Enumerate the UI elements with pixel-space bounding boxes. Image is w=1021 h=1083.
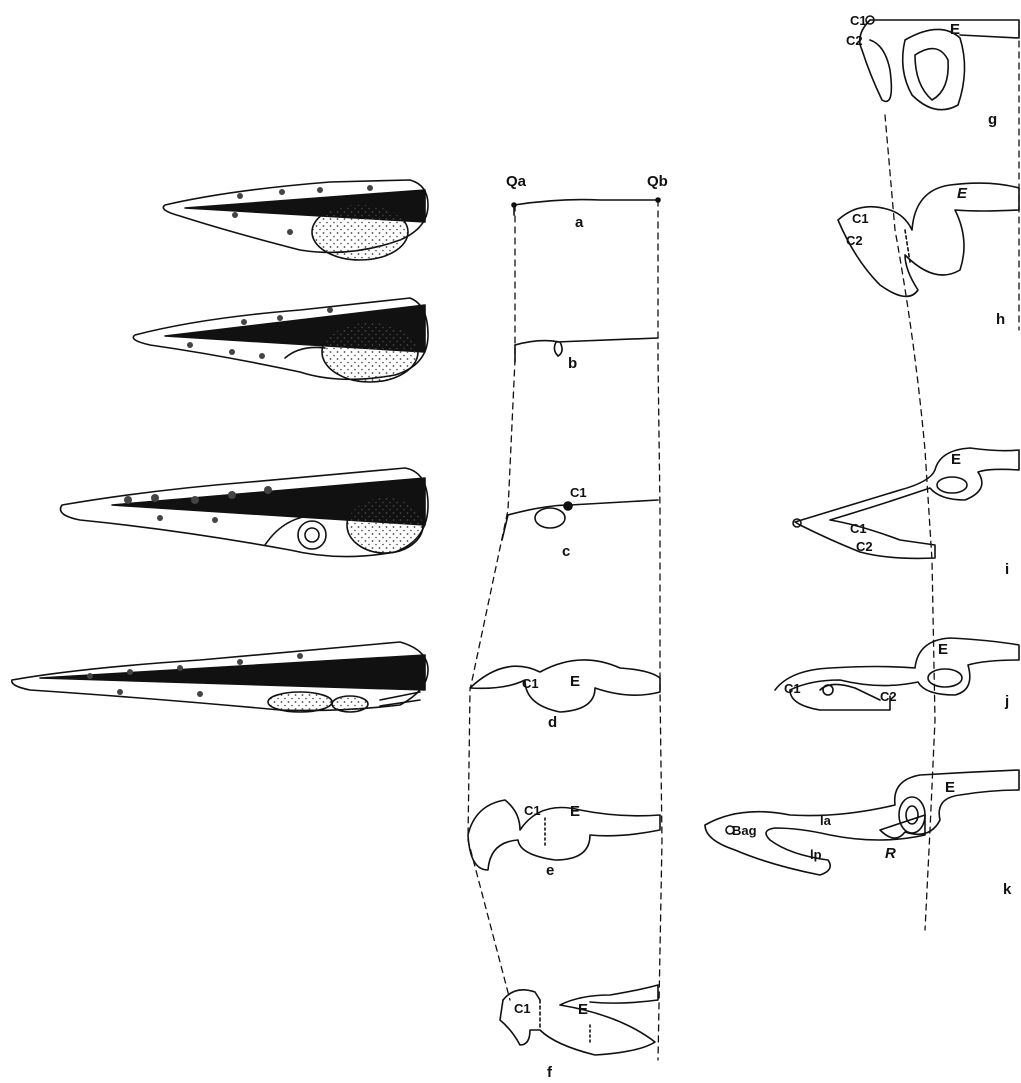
embryo-2 — [133, 298, 428, 382]
panel-label-h: h — [996, 312, 1005, 327]
label-c2-stage-g: C2 — [846, 34, 863, 47]
stage-d-outline — [470, 660, 660, 712]
stage-a-outline — [512, 198, 660, 215]
label-e-stage-g: E — [950, 22, 960, 37]
label-c1-stage-g: C1 — [850, 14, 867, 27]
embryo-3 — [60, 468, 428, 557]
label-c2-stage-h: C2 — [846, 234, 863, 247]
panel-label-f: f — [547, 1065, 552, 1080]
stage-c-outline — [502, 500, 658, 540]
label-qb: Qb — [647, 174, 668, 189]
label-la: la — [820, 814, 831, 827]
label-c1-stage-d: C1 — [522, 677, 539, 690]
panel-label-d: d — [548, 715, 557, 730]
panel-label-j: j — [1005, 694, 1009, 709]
label-c2-stage-i: C2 — [856, 540, 873, 553]
guide-lines-middle — [468, 200, 662, 1060]
stage-h-outline — [838, 183, 1019, 296]
label-c1-stage-f: C1 — [514, 1002, 531, 1015]
panel-label-b: b — [568, 356, 577, 371]
embryo-4 — [12, 642, 428, 712]
label-c1-stage-h: C1 — [852, 212, 869, 225]
panel-label-g: g — [988, 112, 997, 127]
stage-j-outline — [775, 638, 1019, 710]
embryo-1 — [163, 180, 428, 260]
label-e-stage-k: E — [945, 780, 955, 795]
label-e-stage-f: E — [578, 1002, 588, 1017]
label-lp: lp — [810, 848, 822, 861]
panel-label-c: c — [562, 544, 570, 559]
panel-label-a: a — [575, 215, 583, 230]
panel-label-k: k — [1003, 882, 1011, 897]
label-qa: Qa — [506, 174, 526, 189]
label-c1-stage-c: C1 — [570, 486, 587, 499]
label-c1-stage-e: C1 — [524, 804, 541, 817]
stage-g-outline — [860, 16, 1019, 110]
stage-e-outline — [468, 800, 660, 870]
stage-i-outline — [793, 448, 1019, 558]
label-c2-stage-j: C2 — [880, 690, 897, 703]
stage-b-outline — [515, 338, 658, 362]
panel-label-e: e — [546, 863, 554, 878]
panel-label-i: i — [1005, 562, 1009, 577]
label-c1-stage-j: C1 — [784, 682, 801, 695]
label-e-stage-j: E — [938, 642, 948, 657]
label-e-stage-e: E — [570, 804, 580, 819]
label-e-stage-i: E — [951, 452, 961, 467]
label-c1-stage-i: C1 — [850, 522, 867, 535]
label-e-stage-d: E — [570, 674, 580, 689]
label-r: R — [885, 846, 896, 861]
label-e-stage-h: E — [957, 186, 967, 201]
stage-f-outline — [500, 985, 658, 1055]
label-bag: Bag — [732, 824, 757, 837]
